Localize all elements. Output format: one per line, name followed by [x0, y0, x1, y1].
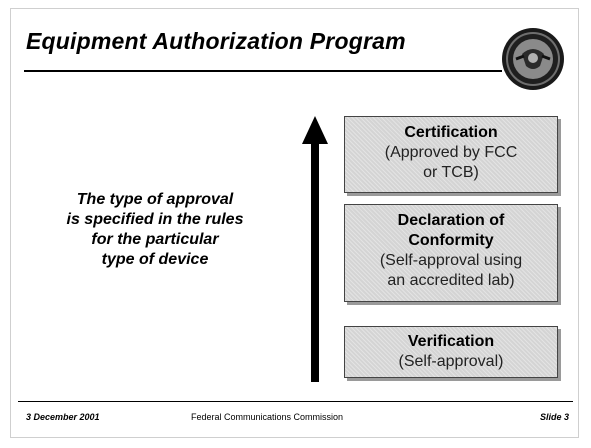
certification-box: Certification (Approved by FCC or TCB) — [344, 116, 558, 193]
footer-divider — [18, 401, 573, 402]
fcc-seal-logo — [502, 28, 564, 90]
slide-title: Equipment Authorization Program — [26, 28, 406, 54]
footer-date: 3 December 2001 — [26, 412, 100, 422]
certification-heading: Certification — [404, 124, 498, 141]
approval-type-note: The type of approval is specified in the… — [24, 190, 286, 270]
note-line: for the particular — [91, 231, 219, 248]
title-divider — [24, 70, 502, 72]
declaration-subtext: (Self-approval using — [379, 252, 523, 269]
declaration-subtext: an accredited lab) — [387, 272, 515, 289]
note-line: The type of approval — [76, 191, 234, 208]
footer-organization: Federal Communications Commission — [191, 412, 344, 422]
slide-frame — [10, 8, 579, 438]
footer-slide-number: Slide 3 — [539, 412, 569, 422]
certification-subtext: (Approved by FCC — [384, 144, 518, 161]
note-line: is specified in the rules — [66, 211, 244, 228]
verification-box: Verification (Self-approval) — [344, 326, 558, 378]
declaration-heading: Declaration of — [397, 212, 505, 229]
note-line: type of device — [101, 251, 209, 268]
up-arrow-icon — [302, 116, 328, 382]
verification-subtext: (Self-approval) — [398, 353, 504, 370]
certification-subtext: or TCB) — [423, 164, 479, 181]
declaration-box: Declaration of Conformity (Self-approval… — [344, 204, 558, 302]
declaration-heading: Conformity — [408, 232, 494, 249]
verification-heading: Verification — [407, 333, 495, 350]
